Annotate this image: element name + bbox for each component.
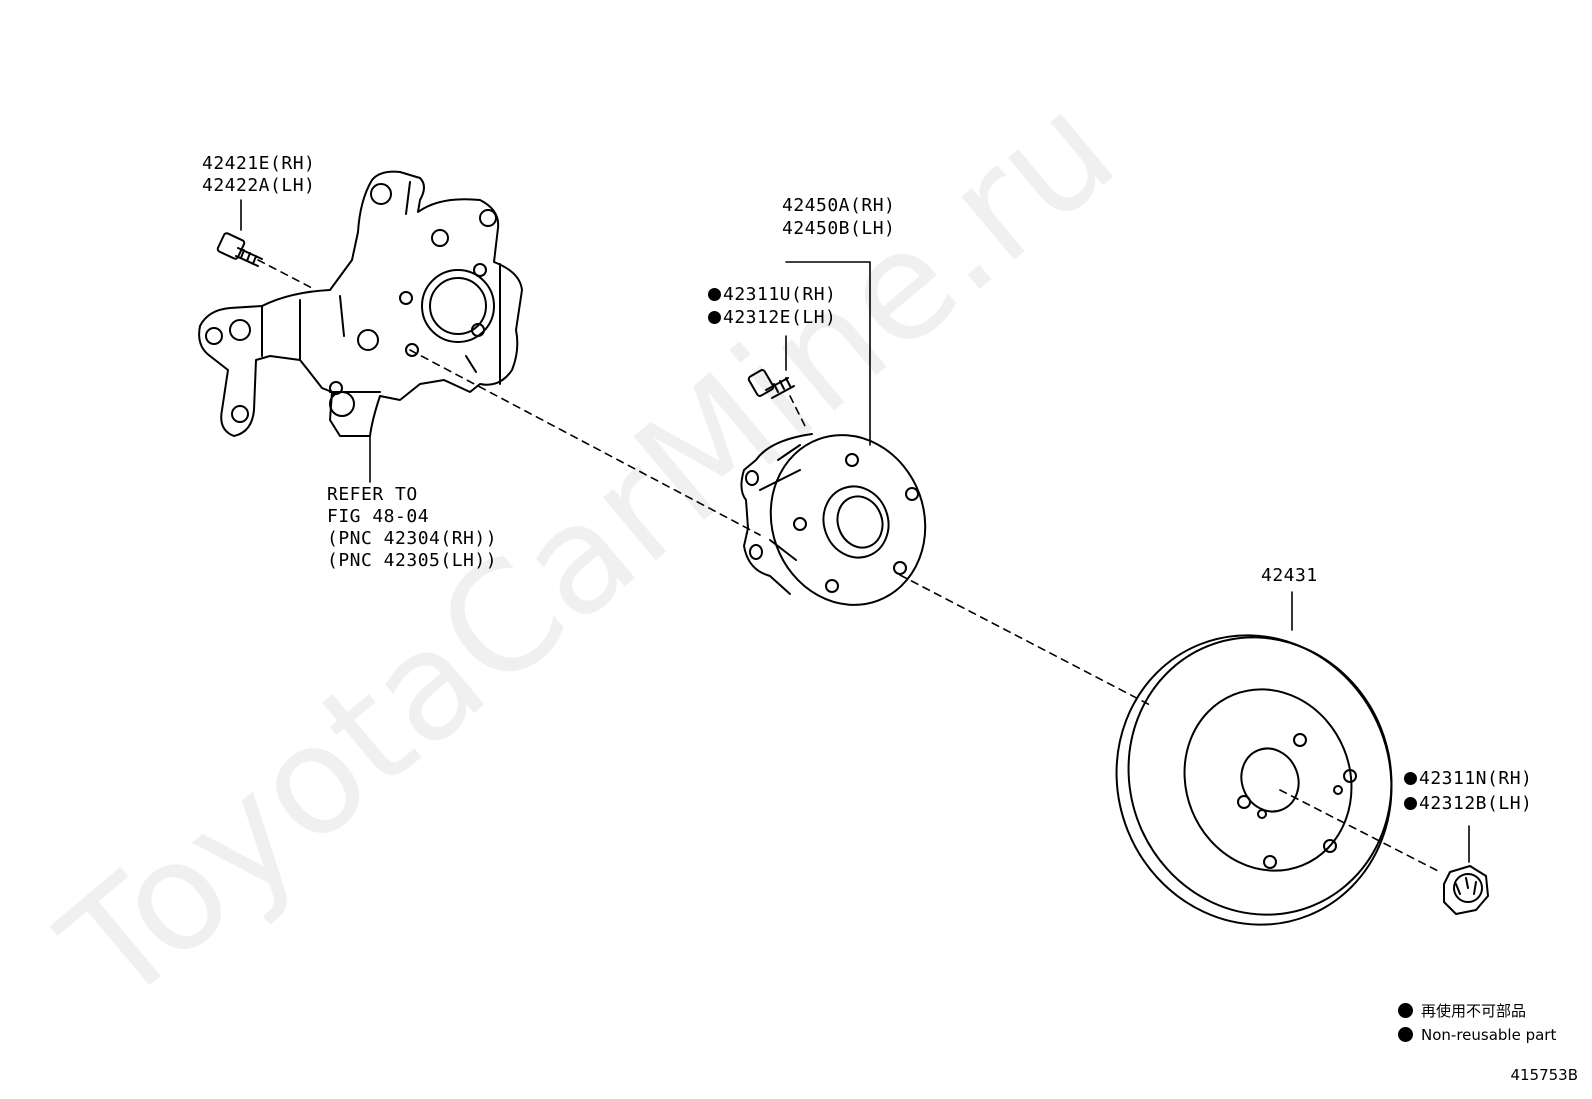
non-reusable-dot-icon: [708, 288, 721, 301]
non-reusable-dot-icon: [708, 311, 721, 324]
label-hub-stud-lh: 42312E(LH): [708, 307, 836, 329]
label-hub-nut-lh: 42312B(LH): [1404, 793, 1532, 815]
assembly-axis-lines: [257, 259, 1441, 873]
hub-nut-icon: [1443, 865, 1489, 915]
knuckle-bolt-icon: [216, 232, 263, 267]
label-hub-rh: 42450A(RH): [782, 195, 896, 216]
figure-code: 415753B: [1510, 1066, 1578, 1084]
refer-note-line-4: (PNC 42305(LH)): [327, 550, 498, 571]
label-brake-disc: 42431: [1261, 565, 1318, 586]
leader-lines: [240, 199, 1470, 863]
hub-stud-icon: [747, 369, 795, 399]
legend-en: Non-reusable part: [1398, 1024, 1556, 1046]
label-hub-stud-rh: 42311U(RH): [708, 284, 836, 306]
label-knuckle-bolt-rh: 42421E(RH): [202, 153, 316, 174]
non-reusable-dot-icon: [1398, 1027, 1413, 1042]
steering-knuckle-icon: [198, 170, 523, 437]
hub-bearing-icon: [740, 433, 927, 606]
non-reusable-dot-icon: [1404, 797, 1417, 810]
label-hub-lh: 42450B(LH): [782, 218, 896, 239]
legend-jp: 再使用不可部品: [1398, 1000, 1526, 1022]
refer-note-line-2: FIG 48-04: [327, 506, 430, 527]
label-hub-nut-rh: 42311N(RH): [1404, 768, 1532, 790]
non-reusable-dot-icon: [1398, 1003, 1413, 1018]
refer-note-line-3: (PNC 42304(RH)): [327, 528, 498, 549]
refer-note-line-1: REFER TO: [327, 484, 418, 505]
watermark-text: ToyotaCarMine.ru: [31, 62, 1147, 1038]
brake-disc-icon: [1115, 634, 1393, 926]
label-knuckle-bolt-lh: 42422A(LH): [202, 175, 316, 196]
non-reusable-dot-icon: [1404, 772, 1417, 785]
